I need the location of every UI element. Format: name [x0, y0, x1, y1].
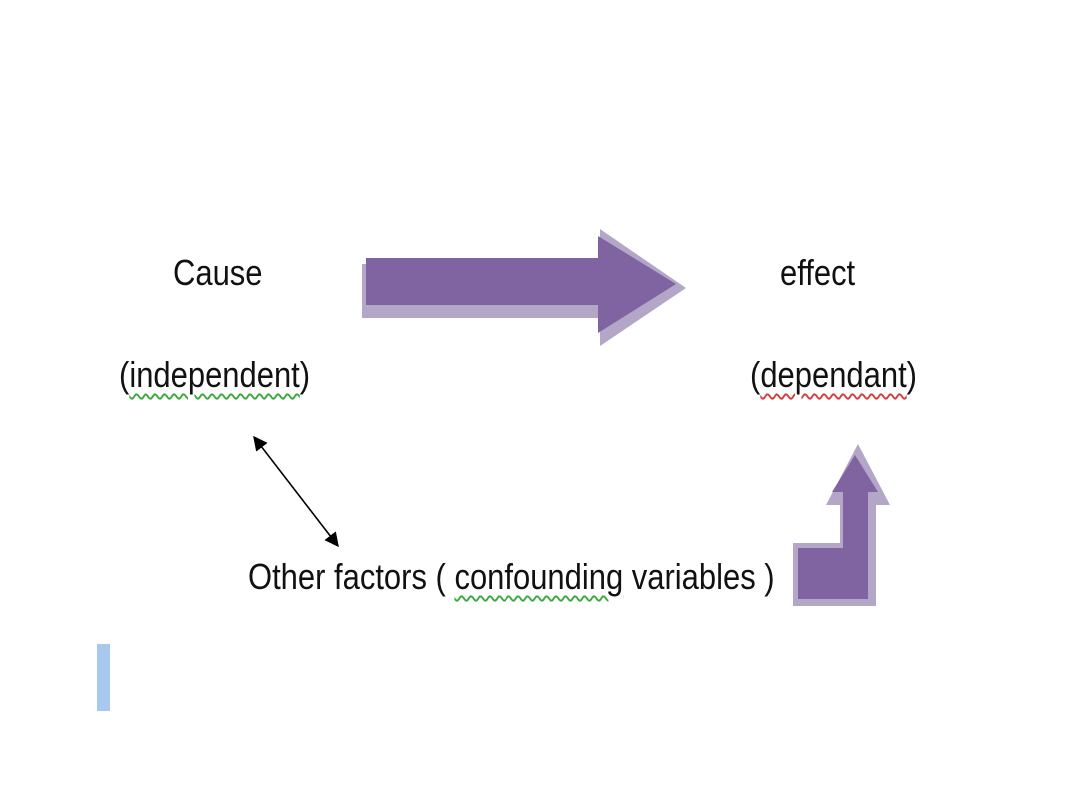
confounding-word: confounding [454, 556, 624, 597]
independent-close-paren: ) [299, 354, 311, 395]
other-factors-label: Other factors ( confounding variables ) [248, 555, 775, 599]
effect-text: effect [780, 252, 856, 293]
cause-text: Cause [173, 252, 263, 293]
bent-up-arrow-body [798, 455, 878, 599]
independent-word: independent [129, 354, 300, 395]
cause-label: Cause [173, 251, 262, 295]
independent-label: (independent) [119, 353, 310, 397]
other-factors-prefix: Other factors ( [248, 556, 455, 597]
double-headed-arrow-icon [253, 435, 339, 548]
accent-bar [97, 644, 110, 711]
independent-open-paren: ( [119, 354, 130, 395]
other-factors-suffix: variables ) [623, 556, 775, 597]
dependant-word: dependant [760, 354, 907, 395]
dependant-open-paren: ( [750, 354, 761, 395]
dependant-label: (dependant) [750, 353, 917, 397]
right-block-arrow-icon [362, 229, 686, 346]
dependant-close-paren: ) [906, 354, 918, 395]
bent-up-arrow-icon [793, 444, 890, 606]
right-block-arrow-body [366, 236, 676, 333]
effect-label: effect [780, 251, 855, 295]
